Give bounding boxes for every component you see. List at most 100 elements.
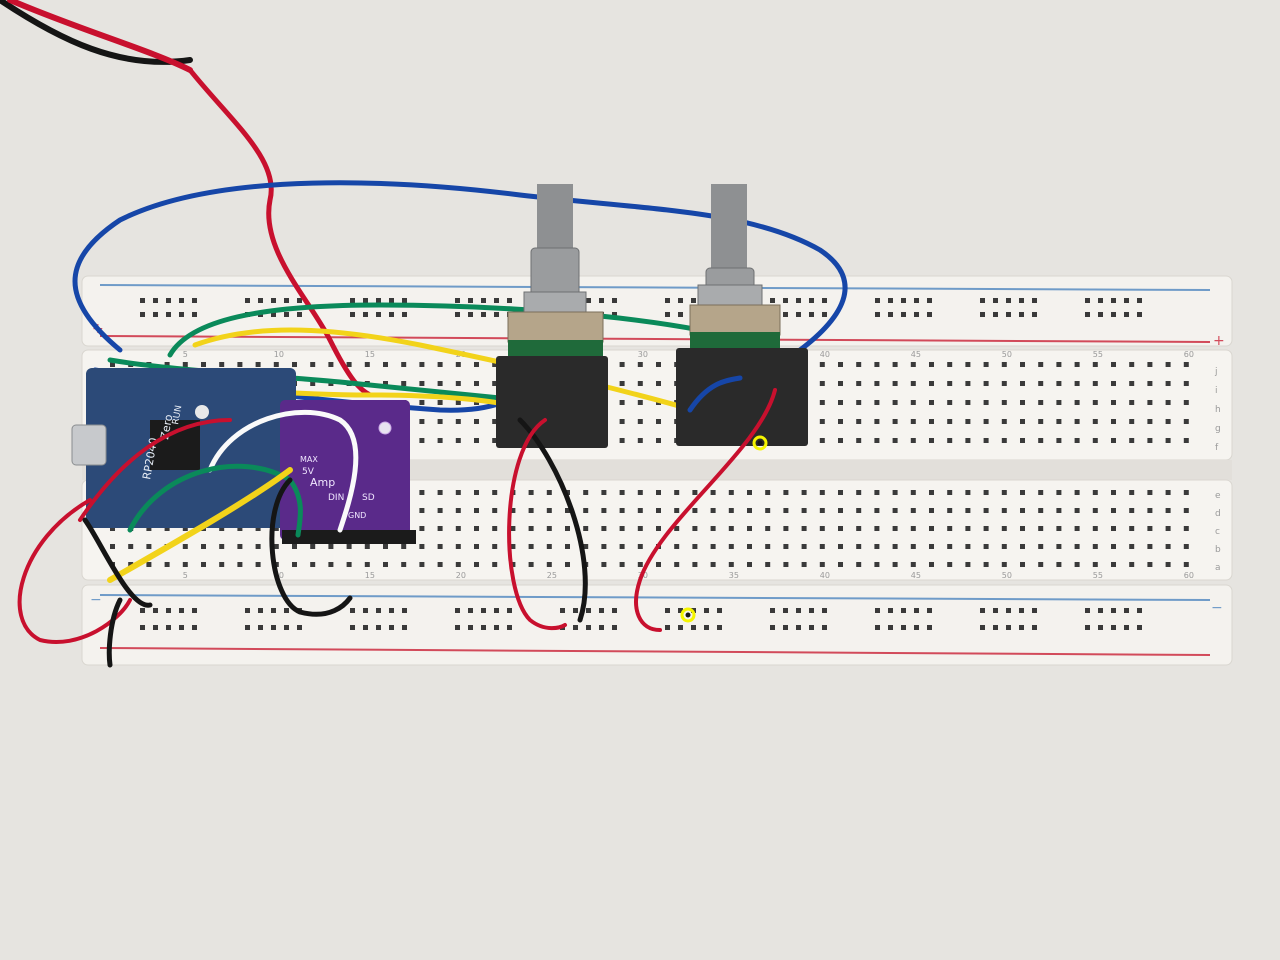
breadboard-hole xyxy=(983,490,989,495)
breadboard-hole xyxy=(140,608,145,613)
breadboard-hole xyxy=(273,544,279,549)
breadboard-hole xyxy=(1038,526,1044,531)
breadboard-hole xyxy=(965,508,971,513)
breadboard-hole xyxy=(1183,362,1189,367)
breadboard-hole xyxy=(437,526,443,531)
breadboard-hole xyxy=(704,608,709,613)
breadboard-hole xyxy=(819,562,825,567)
wire-green-mid xyxy=(127,463,303,538)
breadboard-hole xyxy=(983,508,989,513)
breadboard-hole xyxy=(437,362,443,367)
breadboard-hole xyxy=(747,562,752,567)
encoder-right-base xyxy=(676,348,808,446)
breadboard-hole xyxy=(1001,400,1007,405)
breadboard-hole xyxy=(901,312,906,317)
breadboard-hole xyxy=(481,298,486,303)
breadboard-hole xyxy=(856,544,862,549)
breadboard-hole xyxy=(929,438,934,443)
column-number: 10 xyxy=(274,350,284,359)
breadboard-hole xyxy=(402,625,407,630)
breadboard-hole xyxy=(507,625,512,630)
encoder-right-body xyxy=(689,304,781,336)
breadboard-hole xyxy=(284,298,289,303)
breadboard-hole xyxy=(1183,490,1189,495)
breadboard-hole xyxy=(437,419,443,424)
breadboard-hole xyxy=(297,312,302,317)
breadboard-hole xyxy=(929,544,934,549)
breadboard-hole xyxy=(1129,381,1135,386)
breadboard-hole xyxy=(182,544,188,549)
breadboard-hole xyxy=(619,362,625,367)
breadboard-hole xyxy=(164,526,170,531)
breadboard-hole xyxy=(993,298,998,303)
breadboard-hole xyxy=(801,526,807,531)
breadboard-hole xyxy=(874,526,880,531)
encoder-right xyxy=(676,184,808,446)
breadboard-hole xyxy=(838,508,843,513)
breadboard-hole xyxy=(455,544,461,549)
breadboard-hole xyxy=(674,544,680,549)
breadboard-hole xyxy=(980,298,985,303)
breadboard-hole xyxy=(273,526,279,531)
breadboard-hole xyxy=(856,419,862,424)
encoder-left-bushing xyxy=(530,247,580,297)
breadboard-hole xyxy=(1129,400,1135,405)
breadboard-hole xyxy=(258,608,263,613)
breadboard-hole xyxy=(437,508,443,513)
breadboard-hole xyxy=(153,608,158,613)
breadboard-hole xyxy=(947,508,953,513)
breadboard-hole xyxy=(179,608,184,613)
breadboard-hole xyxy=(822,298,827,303)
breadboard-hole xyxy=(856,490,862,495)
breadboard-hole xyxy=(1092,508,1098,513)
breadboard-hole xyxy=(910,438,916,443)
breadboard-hole xyxy=(796,608,801,613)
breadboard-hole xyxy=(1129,544,1135,549)
breadboard-hole xyxy=(1085,625,1090,630)
breadboard-hole xyxy=(255,362,261,367)
breadboard-hole xyxy=(182,362,188,367)
breadboard-hole xyxy=(875,608,880,613)
breadboard-hole xyxy=(237,362,243,367)
breadboard-hole xyxy=(146,526,152,531)
breadboard-hole xyxy=(678,298,683,303)
breadboard-hole xyxy=(983,381,989,386)
breadboard-hole xyxy=(892,419,898,424)
breadboard-hole xyxy=(601,526,607,531)
breadboard-hole xyxy=(1085,312,1090,317)
breadboard-hole xyxy=(965,419,971,424)
mcu-label-3: RUN xyxy=(171,405,184,426)
breadboard-hole xyxy=(710,544,716,549)
breadboard-hole xyxy=(1129,490,1135,495)
breadboard-hole xyxy=(1147,400,1153,405)
breadboard-hole xyxy=(601,544,607,549)
amp-label-4: DIN xyxy=(328,493,344,503)
breadboard-hole xyxy=(856,526,862,531)
breadboard-hole xyxy=(665,625,670,630)
breadboard-hole xyxy=(612,608,617,613)
breadboard-hole xyxy=(1056,562,1062,567)
breadboard-hole xyxy=(292,362,297,367)
breadboard-hole xyxy=(1020,526,1025,531)
breadboard-hole xyxy=(363,608,368,613)
breadboard-hole xyxy=(1165,490,1171,495)
breadboard-hole xyxy=(1056,400,1062,405)
breadboard-hole xyxy=(474,381,479,386)
breadboard-hole xyxy=(166,608,171,613)
breadboard-hole xyxy=(910,490,916,495)
column-number: 45 xyxy=(911,571,921,580)
breadboard-hole xyxy=(822,312,827,317)
breadboard-hole xyxy=(819,381,825,386)
breadboard-hole xyxy=(656,508,661,513)
breadboard-hole xyxy=(492,438,498,443)
wire-red-left-upper xyxy=(78,418,232,522)
breadboard-hole xyxy=(914,298,919,303)
breadboard-hole xyxy=(874,419,880,424)
breadboard-hole xyxy=(728,544,734,549)
breadboard-hole xyxy=(601,508,607,513)
breadboard-hole xyxy=(892,508,898,513)
breadboard-hole xyxy=(619,381,625,386)
breadboard-hole xyxy=(770,625,775,630)
breadboard-hole xyxy=(586,625,591,630)
breadboard-hole xyxy=(601,490,607,495)
